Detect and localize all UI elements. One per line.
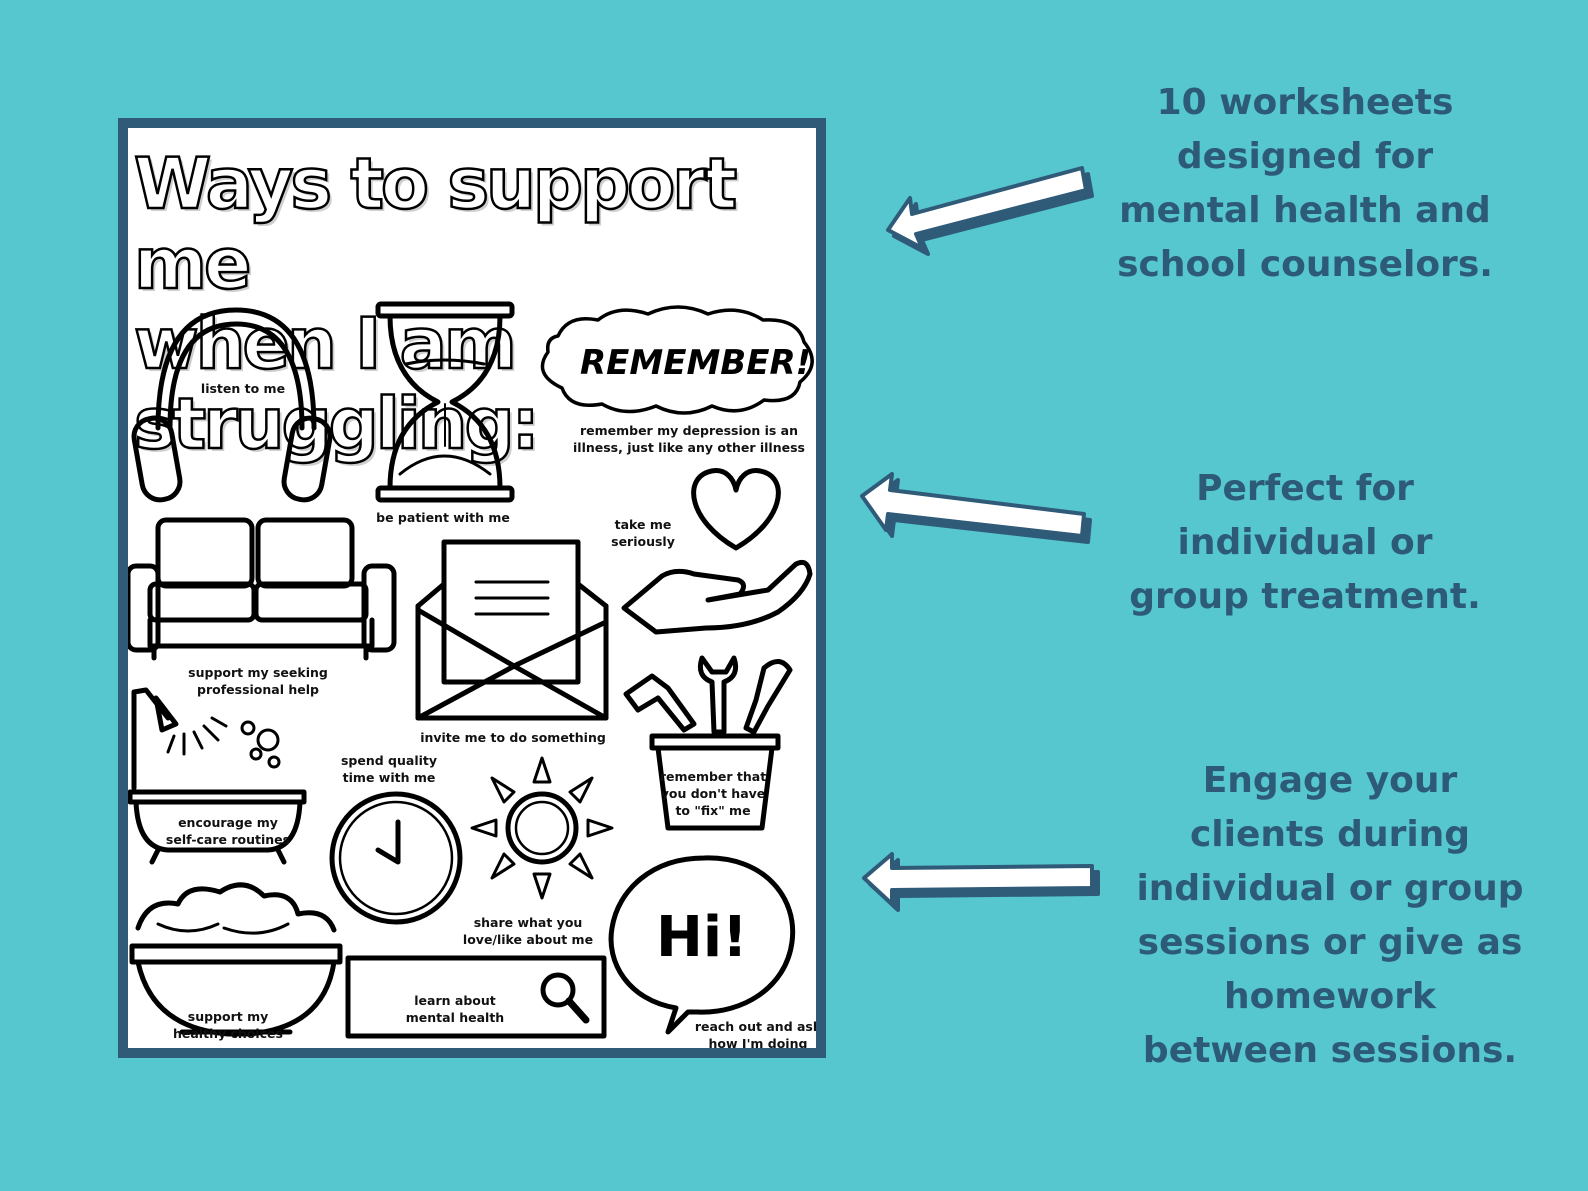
item-listen-label: listen to me: [200, 381, 286, 396]
callout-engage: Engage your clients during individual or…: [1136, 760, 1524, 1071]
tools-bucket-icon: [623, 655, 793, 831]
remember-cloud-icon: [540, 305, 814, 415]
item-learn-label: learn about mental health: [405, 993, 505, 1025]
hi-bubble-text: Hi!: [656, 905, 748, 970]
item-healthy-label: support my healthy choices: [173, 1009, 283, 1041]
item-professional-label: support my seeking professional help: [188, 665, 328, 697]
item-self-care-label: encourage my self-care routines: [165, 815, 291, 847]
item-share-label: share what you love/like about me: [462, 915, 594, 947]
headphones-icon: [131, 307, 333, 503]
callout-worksheets: 10 worksheets designed for mental health…: [1117, 82, 1493, 285]
callout-treatment: Perfect for individual or group treatmen…: [1129, 468, 1481, 617]
item-depression-label: remember my depression is an illness, ju…: [573, 423, 805, 455]
learn-box: [345, 955, 607, 1039]
worksheet-illustrations: REMEMBER! Hi!: [128, 301, 814, 1039]
item-invite-label: invite me to do something: [420, 730, 606, 745]
remember-badge-text: REMEMBER!: [580, 343, 811, 383]
speech-bubble-icon: [608, 855, 796, 1035]
clock-icon: [329, 791, 463, 925]
heart-in-hand-icon: [621, 468, 813, 635]
salad-bowl-icon: [129, 882, 343, 1037]
sun-icon: [470, 756, 614, 900]
left-arrow-icon: [886, 166, 1094, 256]
couch-icon: [128, 517, 397, 661]
item-patient-label: be patient with me: [376, 510, 510, 525]
bathtub-shower-icon: [128, 687, 307, 865]
left-arrow-icon: [860, 472, 1092, 544]
worksheet-title: Ways to support me when I am struggling:: [133, 143, 739, 466]
item-quality-time-label: spend quality time with me: [340, 753, 438, 785]
worksheet-preview: Ways to support me when I am struggling:: [118, 118, 826, 1058]
hourglass-icon: [375, 301, 515, 503]
item-reach-out-label: reach out and ask how I'm doing: [694, 1019, 822, 1051]
left-arrow-icon: [862, 852, 1100, 912]
item-seriously-label: take me seriously: [611, 517, 675, 549]
item-fix-label: remember that you don't have to "fix" me: [659, 769, 767, 818]
envelope-icon: [415, 539, 609, 721]
